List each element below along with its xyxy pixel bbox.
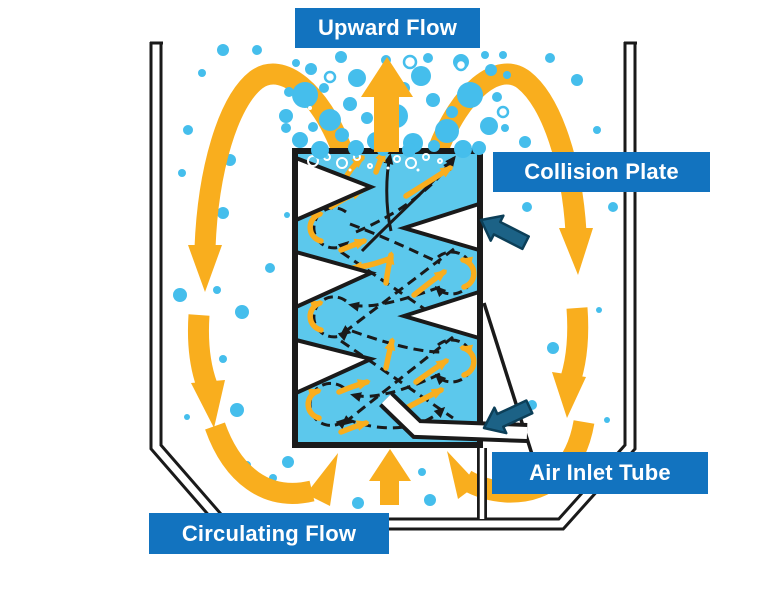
right-down-arrowhead: [552, 372, 586, 418]
right-arc-arrowhead: [559, 228, 593, 275]
collision-plate-left-top: [294, 155, 377, 224]
label-collision-plate-text: Collision Plate: [524, 159, 679, 184]
pointer-arrow-collision-plate: [479, 214, 530, 251]
left-bottom-sweep: [205, 422, 315, 504]
left-arc-arrowhead: [188, 245, 222, 292]
air-inlet-tube: [379, 302, 539, 519]
collision-plate-left-bottom: [294, 337, 378, 397]
label-upward-flow: Upward Flow: [295, 8, 480, 48]
tank-outline: [149, 41, 637, 531]
left-down-arrow: [188, 314, 218, 392]
label-air-inlet-tube-text: Air Inlet Tube: [529, 460, 671, 485]
label-upward-flow-text: Upward Flow: [317, 15, 458, 40]
collision-plate-right-top: [397, 201, 481, 253]
label-circulating-flow: Circulating Flow: [149, 513, 389, 554]
vortex-loop: [312, 206, 350, 253]
reactor-chamber: [292, 148, 483, 448]
label-air-inlet-tube: Air Inlet Tube: [492, 452, 708, 494]
vortex-loop: [312, 295, 350, 342]
left-sweep-arrowhead: [306, 453, 338, 506]
right-sweep-arrowhead: [447, 451, 478, 499]
collision-plate-left-mid: [294, 249, 377, 311]
label-collision-plate: Collision Plate: [493, 152, 710, 192]
center-bottom-up-arrow-shaft: [380, 477, 399, 505]
center-bottom-up-arrowhead: [369, 449, 411, 481]
upward-flow-arrow: [361, 57, 413, 152]
pointer-arrow-air-inlet: [482, 399, 534, 435]
collision-plate-right-mid: [397, 289, 481, 341]
left-arc-arrow: [194, 63, 352, 249]
tube-outer-line: [482, 302, 539, 471]
right-down-arrow: [560, 307, 589, 382]
left-down-arrowhead: [191, 380, 225, 428]
collision-plates: [294, 155, 481, 397]
label-circulating-flow-text: Circulating Flow: [181, 520, 357, 546]
